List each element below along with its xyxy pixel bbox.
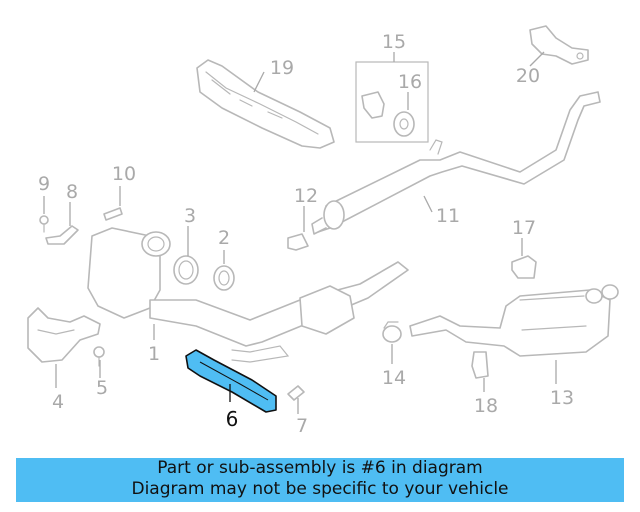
callout-5: 5 <box>96 377 108 399</box>
leader-11 <box>423 195 433 213</box>
info-banner: Part or sub-assembly is #6 in diagram Di… <box>16 458 624 502</box>
callout-18: 18 <box>474 395 498 417</box>
part-14-clamp[interactable] <box>382 321 402 343</box>
part-5-bolt[interactable] <box>93 346 105 367</box>
callout-20: 20 <box>516 65 540 87</box>
part-6-heat-shield[interactable] <box>185 349 277 413</box>
part-12-clamp[interactable] <box>287 233 309 251</box>
callout-16: 16 <box>398 71 422 93</box>
part-15-hanger-kit[interactable] <box>355 61 429 143</box>
banner-line-1: Part or sub-assembly is #6 in diagram <box>157 458 483 478</box>
callout-3: 3 <box>184 205 196 227</box>
callout-4: 4 <box>52 391 64 413</box>
callout-9: 9 <box>38 173 50 195</box>
part-11-intermediate-pipe[interactable] <box>311 91 601 235</box>
callout-13: 13 <box>550 387 574 409</box>
part-1-catalytic-converter[interactable] <box>87 227 409 363</box>
callout-15: 15 <box>382 31 406 53</box>
part-20-bracket[interactable] <box>529 25 589 65</box>
part-13-rear-muffler[interactable] <box>409 284 619 357</box>
callout-6: 6 <box>226 407 239 431</box>
callout-19: 19 <box>270 57 294 79</box>
part-10-bolt[interactable] <box>103 207 123 221</box>
callout-8: 8 <box>66 181 78 203</box>
callout-17: 17 <box>512 217 536 239</box>
part-17-bracket[interactable] <box>511 255 537 279</box>
callout-12: 12 <box>294 185 318 207</box>
banner-line-2: Diagram may not be specific to your vehi… <box>131 479 509 499</box>
part-2-gasket[interactable] <box>213 265 235 291</box>
callout-7: 7 <box>296 415 308 437</box>
part-19-heat-shield[interactable] <box>196 59 335 149</box>
callout-11: 11 <box>436 205 460 227</box>
callout-10: 10 <box>112 163 136 185</box>
part-7-bolt[interactable] <box>287 385 305 401</box>
part-3-clamp[interactable] <box>173 255 199 285</box>
part-8-bracket[interactable] <box>45 225 79 245</box>
exhaust-parts-diagram: 1 2 3 4 5 6 7 8 9 10 11 12 13 14 15 16 1… <box>27 25 619 437</box>
part-16-rubber-mount[interactable] <box>393 111 415 137</box>
part-4-heat-shield[interactable] <box>27 307 101 363</box>
callout-1: 1 <box>148 343 160 365</box>
callout-2: 2 <box>218 227 230 249</box>
part-9-bolt[interactable] <box>39 215 49 233</box>
part-18-rubber-mount[interactable] <box>471 351 489 379</box>
callout-14: 14 <box>382 367 406 389</box>
leader-19 <box>253 71 265 93</box>
leader-20 <box>529 51 545 67</box>
